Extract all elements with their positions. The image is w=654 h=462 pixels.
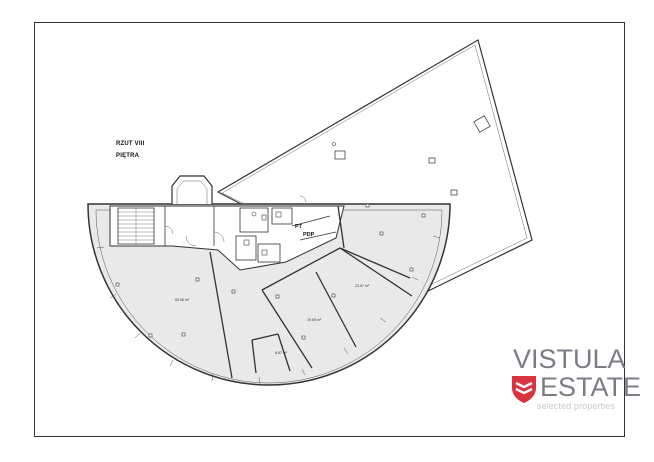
roof-vent [473,115,491,133]
office-wall [339,247,411,279]
room-area-label: 19.69 m² [307,318,322,322]
logo-text-line1: VISTULA [513,344,626,374]
plan-frame [34,22,625,437]
shield-icon [512,376,536,403]
floor-inner-wall [95,209,443,384]
roof-vent [428,157,436,164]
stair-bay [171,175,213,204]
room-area-label: 8.87 m² [275,351,288,355]
office-wall [209,251,233,379]
roof-vent [332,142,336,146]
logo-tagline: selected properties [537,401,615,411]
floor-outline-fill [88,204,450,385]
roof-vent [334,150,346,160]
office-wall [315,271,357,348]
office-wall [339,247,413,297]
office-wall [337,205,345,249]
roof-vent [450,189,458,196]
office-wall [277,333,291,372]
floor-title-line1: RZUT VIII [116,141,145,147]
floor-outline [87,203,451,386]
office-wall [261,289,313,369]
vistula-estate-logo: VISTULA ESTATE selected properties [500,340,650,420]
floor-title-line2: PIĘTRA [116,153,140,159]
office-wall [261,247,341,291]
room-area-label: 23.67 m² [355,284,370,288]
logo-text-line2: ESTATE [540,372,642,402]
office-wall [251,333,279,341]
tag-pdp: PDP [303,232,315,238]
tag-pt: PT [295,224,303,230]
office-wall [251,339,257,374]
room-area-label: 53.96 m² [175,298,190,302]
